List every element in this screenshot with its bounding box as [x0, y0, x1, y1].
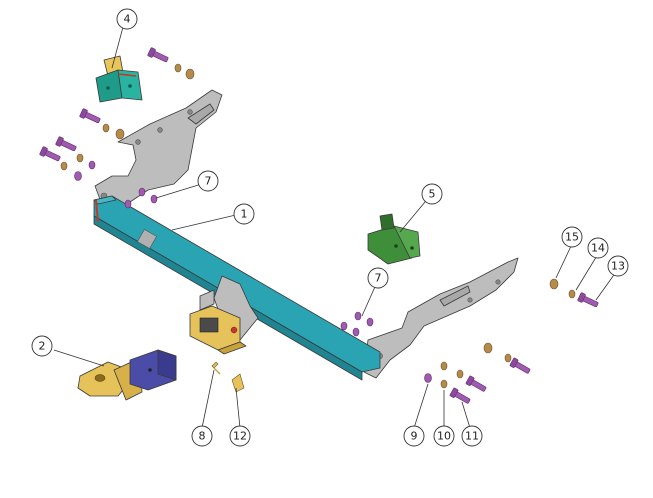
callout-7b-label: 7 [375, 272, 382, 285]
nut [138, 187, 146, 197]
callout-13-label: 13 [611, 260, 625, 273]
nut [352, 327, 360, 337]
bolt [577, 292, 599, 308]
washer [440, 361, 448, 371]
washer [74, 171, 82, 181]
washer [174, 63, 182, 73]
callout-10: 10 [433, 425, 455, 447]
washer [60, 161, 68, 171]
callout-12: 12 [229, 425, 251, 447]
nut [124, 199, 132, 209]
washer [456, 369, 464, 379]
nut [366, 317, 374, 327]
callout-14: 14 [587, 237, 609, 259]
callout-8-label: 8 [199, 430, 206, 443]
callout-14-label: 14 [591, 242, 605, 255]
callout-5: 5 [421, 183, 443, 205]
pin [211, 361, 221, 375]
washer [440, 379, 448, 389]
callout-12-label: 12 [233, 430, 247, 443]
washer [76, 153, 84, 163]
bolt [449, 387, 471, 404]
callout-2-label: 2 [39, 340, 46, 353]
receiver-tube [129, 349, 177, 391]
callout-1-label: 1 [241, 208, 248, 221]
clip [231, 373, 245, 393]
callout-4-label: 4 [124, 13, 131, 26]
left-mounting-plate [95, 55, 143, 103]
washer [102, 123, 110, 133]
callout-5-label: 5 [429, 188, 436, 201]
washer [568, 289, 576, 299]
left-side-bracket [94, 89, 223, 211]
callout-13: 13 [607, 255, 629, 277]
callout-2: 2 [31, 335, 53, 357]
nut [354, 311, 362, 321]
washer [549, 278, 559, 290]
bolt [465, 375, 487, 392]
callout-4: 4 [116, 8, 138, 30]
washer [185, 68, 195, 80]
bolt [39, 146, 61, 162]
washer [424, 373, 432, 383]
callout-8: 8 [191, 425, 213, 447]
callout-1: 1 [233, 203, 255, 225]
washer [88, 160, 96, 170]
callout-9: 9 [403, 425, 425, 447]
bolt [79, 108, 101, 124]
nut [150, 194, 158, 204]
bolt [55, 136, 77, 152]
callout-7-top: 7 [197, 170, 219, 192]
right-mounting-plate [367, 213, 421, 265]
bolt [509, 357, 531, 374]
fasteners [39, 47, 599, 404]
washer [115, 128, 125, 140]
callout-9-label: 9 [411, 430, 418, 443]
washer [504, 353, 512, 363]
nut [340, 321, 348, 331]
centre-receiver-mount [189, 275, 259, 355]
right-side-bracket [363, 257, 519, 379]
callout-15-label: 15 [565, 231, 579, 244]
bolt [147, 47, 169, 63]
callout-11-label: 11 [465, 430, 479, 443]
washer [483, 342, 493, 354]
callout-15: 15 [561, 226, 583, 248]
leader-lines [53, 26, 617, 429]
callout-7-middle: 7 [367, 267, 389, 289]
callout-11: 11 [461, 425, 483, 447]
callout-10-label: 10 [437, 430, 451, 443]
callout-7a-label: 7 [205, 175, 212, 188]
